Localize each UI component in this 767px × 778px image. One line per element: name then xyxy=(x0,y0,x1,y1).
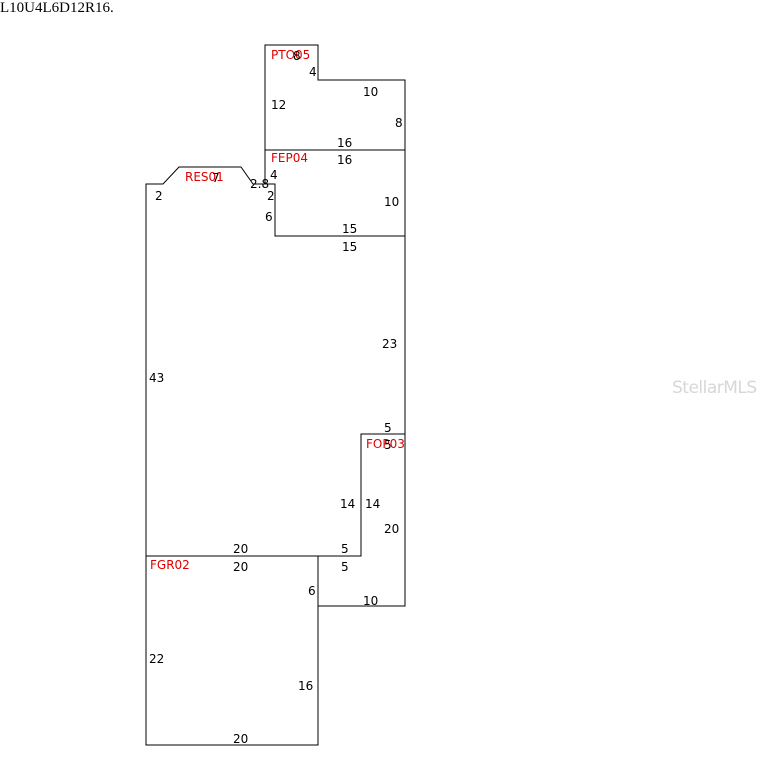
dim-label: 7 xyxy=(212,171,220,185)
res-outline xyxy=(145,166,406,557)
dim-label: 5 xyxy=(341,560,349,574)
area-fgr: FGR02 20 22 16 20 xyxy=(145,556,319,746)
dim-label: 10 xyxy=(363,594,378,608)
dim-label: 5 xyxy=(384,421,392,435)
dim-label: 20 xyxy=(233,542,248,556)
area-fop: FOP03 5 14 20 5 6 10 xyxy=(308,434,406,608)
dim-label: 2.8 xyxy=(250,177,269,191)
dim-label: 4 xyxy=(270,168,278,182)
dim-label: 8 xyxy=(395,116,403,130)
dim-label: 5 xyxy=(384,438,392,452)
dim-label: 10 xyxy=(384,195,399,209)
area-pto: PTO05 8 4 10 12 8 16 xyxy=(264,44,406,151)
area-label-fep: FEP04 xyxy=(271,151,308,165)
dim-label: 10 xyxy=(363,85,378,99)
dim-label: 4 xyxy=(309,65,317,79)
dim-label: 8 xyxy=(293,49,301,63)
area-label-pto: PTO05 xyxy=(271,48,310,62)
dim-label: 20 xyxy=(384,522,399,536)
sketch-description: L10U4L6D12R16. xyxy=(0,0,114,16)
dim-label: 6 xyxy=(265,210,273,224)
area-label-res: RES01 xyxy=(185,170,224,184)
dim-label: 14 xyxy=(340,497,355,511)
fep-outline xyxy=(264,150,406,237)
dim-label: 6 xyxy=(308,584,316,598)
dim-label: 2 xyxy=(155,189,163,203)
dim-label: 15 xyxy=(342,240,357,254)
dim-label: 14 xyxy=(365,497,380,511)
area-label-fgr: FGR02 xyxy=(150,558,190,572)
dim-label: 15 xyxy=(342,222,357,236)
fgr-outline xyxy=(145,556,319,746)
dim-label: 16 xyxy=(337,136,352,150)
dim-label: 20 xyxy=(233,560,248,574)
dim-label: 16 xyxy=(337,153,352,167)
dim-label: 5 xyxy=(341,542,349,556)
dim-label: 16 xyxy=(298,679,313,693)
dim-label: 12 xyxy=(271,98,286,112)
area-fep: FEP04 16 4 2 6 10 15 xyxy=(264,150,406,237)
dim-label: 2 xyxy=(267,189,275,203)
area-res: RES01 7 2.8 2 15 23 43 5 14 20 5 xyxy=(145,166,406,557)
dim-label: 43 xyxy=(149,371,164,385)
dim-label: 20 xyxy=(233,732,248,746)
stellarmls-watermark: StellarMLS xyxy=(672,378,757,398)
dim-label: 22 xyxy=(149,652,164,666)
dim-label: 23 xyxy=(382,337,397,351)
area-label-fop: FOP03 xyxy=(366,437,405,451)
